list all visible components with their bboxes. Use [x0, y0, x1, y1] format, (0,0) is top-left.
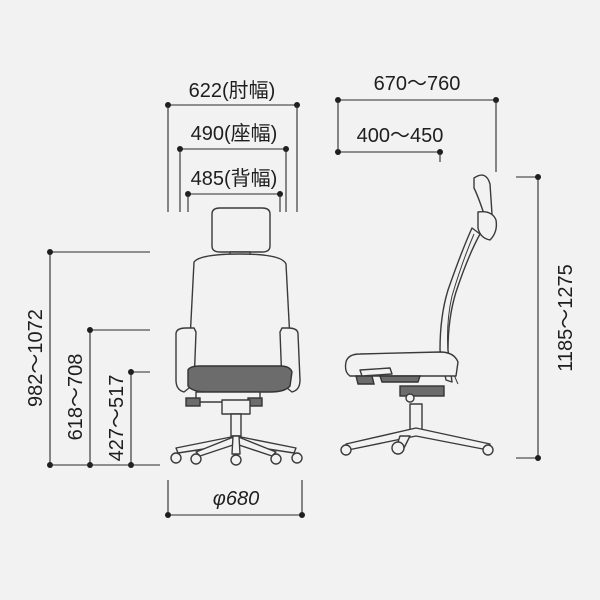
side-casters — [340, 441, 494, 456]
headrest-height-label: 982～1072 — [25, 309, 47, 407]
seat-depth-label: 400～450 — [357, 125, 444, 147]
armrest-height-label: 618～708 — [65, 354, 87, 441]
total-depth-label: 670～760 — [374, 73, 461, 95]
seat-width-label: 490(座幅) — [191, 122, 278, 145]
width-dimensions: 622(肘幅) 490(座幅) 485(背幅) — [165, 79, 300, 212]
height-dimensions-left: 982～1072 618～708 427～517 — [25, 249, 160, 468]
overall-height-label: 1185～1275 — [555, 264, 577, 372]
armrest-width-label: 622(肘幅) — [189, 79, 276, 102]
chair-side-view — [340, 174, 498, 456]
base-diameter-dimension: φ680 — [165, 480, 305, 518]
seat-height-label: 427～517 — [106, 375, 128, 462]
base-diameter-label: φ680 — [213, 488, 259, 510]
overall-height-dimension: 1185～1275 — [516, 174, 577, 461]
front-casters — [170, 452, 303, 466]
chair-front-view — [170, 207, 303, 466]
back-width-label: 485(背幅) — [191, 167, 278, 190]
depth-dimensions: 670～760 400～450 — [335, 73, 499, 172]
